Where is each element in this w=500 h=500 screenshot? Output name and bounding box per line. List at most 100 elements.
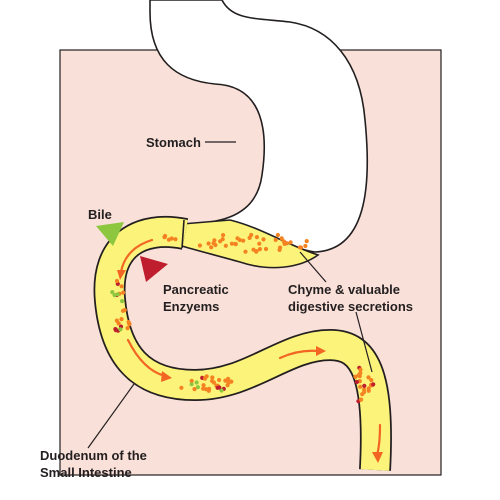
bile-dot [110,290,115,295]
chyme-dot [121,290,126,295]
chyme-dot [120,308,126,313]
flow-arrow-1-head [117,270,126,280]
chyme-dot [369,378,374,383]
chyme-dot [211,380,216,385]
chyme-dot [243,249,248,254]
chyme-dot [163,233,168,239]
chyme-dot [220,237,225,242]
chyme-dot [279,236,284,241]
chyme-dot [204,374,209,379]
flow-arrow-1 [119,238,154,274]
chyme-dot [304,239,309,244]
chyme-dot [273,237,278,242]
chyme-dot [173,237,178,242]
bile-dot [112,293,117,298]
chyme-dot [126,320,131,325]
chyme-dot [119,317,124,322]
enzyme-dot [215,385,220,390]
stomach-chyme [181,219,320,269]
chyme-dot [221,233,226,238]
enzyme-dot [113,328,118,333]
chyme-dot [298,245,304,250]
chyme-dot [192,387,197,392]
secretion-dots [110,232,376,404]
duodenum-leader [87,383,135,449]
bile-dot [118,327,123,332]
flow-arrows [117,238,383,463]
chyme-leader [299,251,327,283]
chyme-dot [241,238,246,243]
chyme-dot [247,235,252,240]
chyme-label-line1: Chyme & valuable [288,282,400,297]
chyme-dot [207,386,212,391]
flow-arrow-3 [278,349,320,360]
stomach-label: Stomach [146,135,201,150]
bile-dot [189,382,194,387]
chyme-dot [201,383,206,388]
chyme-dot [169,236,174,241]
chyme-dot [116,321,121,326]
chyme-dot [284,241,289,246]
chyme-dot [197,243,202,248]
pancreatic-enzymes-label: Pancreatic Enzyems [163,281,229,315]
chyme-dot [366,386,371,391]
chyme-dot [358,384,363,389]
chyme-dot [357,374,362,379]
chyme-dot [358,367,363,372]
enzyme-dot [362,383,367,388]
chyme-dot [303,243,308,249]
flow-arrow-2 [126,338,167,378]
chyme-label-line2: digestive secretions [288,299,413,314]
chyme-dot [257,247,262,252]
bile-label: Bile [88,207,112,222]
chyme-dot [226,376,231,381]
chyme-dot [275,232,280,238]
chyme-label: Chyme & valuable digestive secretions [288,281,413,315]
chyme-dot [210,375,215,380]
chyme-dot [114,278,120,284]
bile-dot [194,380,199,385]
chyme-dot [353,374,358,379]
chyme-dot [257,241,262,246]
chyme-dot [206,241,211,246]
chyme-dot [217,377,222,383]
intestine-fill [95,217,391,471]
chyme-dot [233,242,238,247]
chyme-dot [213,242,218,248]
pancreatic-label-line2: Enzyems [163,299,220,314]
chyme-dot [359,397,364,402]
flow-arrow-3-head [316,346,326,356]
pyloric-divider [181,219,185,249]
duodenum-label-line1: Duodenum of the [40,448,147,463]
chyme-dot [119,284,124,289]
duodenum-label: Duodenum of the Small Intestine [40,447,147,481]
chyme-dot [223,243,228,248]
enzyme-dot [371,382,376,387]
pancreatic-label-line1: Pancreatic [163,282,229,297]
chyme-dot [209,245,214,250]
bile-dot [120,299,125,304]
flow-arrow-4-head [372,452,383,463]
bile-dot [219,388,224,393]
chyme-dot [179,385,184,390]
chyme-dot [288,240,293,245]
chyme-dot [277,247,282,252]
chyme-dot [125,326,130,331]
chyme-dot [201,386,206,391]
duodenum-label-line2: Small Intestine [40,465,132,480]
secretions-leader [355,311,373,373]
enzyme-marker [140,256,168,282]
chyme-dot [254,235,259,240]
chyme-dot [237,237,242,243]
chyme-dot [226,380,231,385]
chyme-dot [362,389,367,395]
chyme-dot [254,249,259,254]
chyme-dot [229,241,234,246]
enzyme-dot [354,379,359,385]
chyme-dot [261,237,266,242]
bile-marker [96,222,124,246]
chyme-dot [366,375,371,380]
flow-arrow-2-head [161,371,172,382]
chyme-dot [263,246,269,252]
